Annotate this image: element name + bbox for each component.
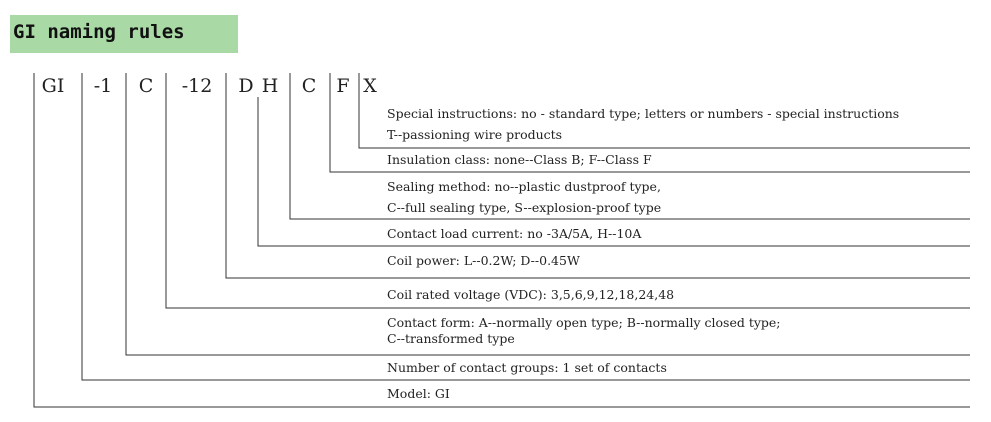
code-segment-insulation: F	[336, 75, 349, 97]
code-segment-gi: GI	[42, 75, 65, 97]
leader-line-sealing	[289, 97, 970, 220]
description-sealing: Sealing method: no--plastic dustproof ty…	[387, 179, 661, 194]
description-current: Contact load current: no -3A/5A, H--10A	[387, 226, 642, 241]
leader-line-special	[358, 97, 970, 149]
description-groups: Number of contact groups: 1 set of conta…	[387, 360, 667, 375]
description-power: Coil power: L--0.2W; D--0.45W	[387, 253, 580, 268]
description-special: T--passioning wire products	[387, 127, 562, 142]
code-segment-voltage: -12	[182, 75, 213, 97]
description-voltage: Coil rated voltage (VDC): 3,5,6,9,12,18,…	[387, 287, 674, 302]
leader-line-form	[125, 97, 970, 356]
code-segment-current: H	[262, 75, 279, 97]
leader-line-insulation	[329, 97, 970, 173]
leader-line-power	[225, 97, 970, 279]
code-segment-power: D	[238, 75, 253, 97]
leader-line-groups	[81, 97, 970, 381]
description-insulation: Insulation class: none--Class B; F--Clas…	[387, 152, 652, 167]
description-gi: Model: GI	[387, 386, 450, 401]
code-segment-sealing: C	[302, 75, 317, 97]
code-segment-special: X	[363, 75, 377, 97]
code-segment-groups: -1	[94, 75, 113, 97]
description-special: Special instructions: no - standard type…	[387, 106, 899, 121]
title-band	[10, 15, 238, 53]
leader-line-current	[257, 97, 970, 247]
description-form: C--transformed type	[387, 331, 515, 346]
leader-line-gi	[33, 97, 970, 408]
leader-line-voltage	[165, 97, 970, 309]
code-segment-form: C	[139, 75, 154, 97]
description-sealing: C--full sealing type, S--explosion-proof…	[387, 200, 661, 215]
description-form: Contact form: A--normally open type; B--…	[387, 315, 781, 330]
diagram-title: GI naming rules	[13, 21, 185, 43]
